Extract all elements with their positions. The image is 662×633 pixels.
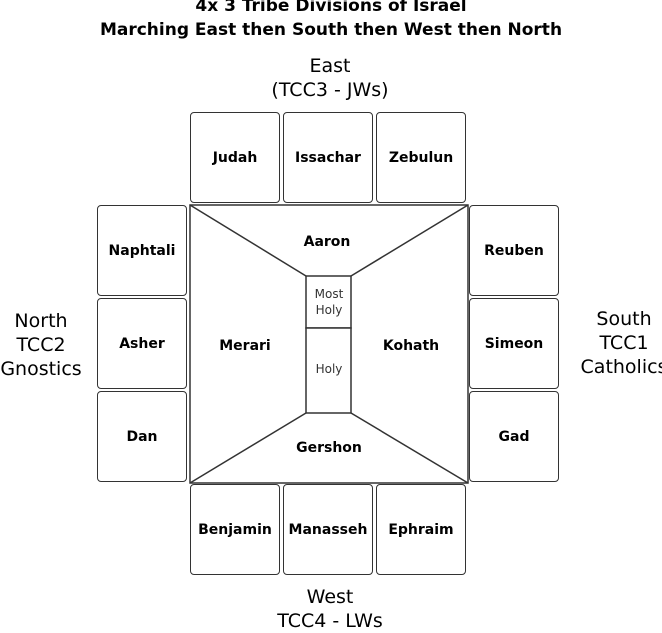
diagram-title: 4x 3 Tribe Divisions of Israel	[195, 0, 467, 16]
levite-kohath: Kohath	[383, 338, 439, 354]
south-name: South	[596, 308, 652, 330]
levite-aaron: Aaron	[304, 234, 351, 250]
divider-line-bottom-left	[189, 412, 307, 484]
most-holy-label-line2: Holy	[316, 303, 343, 317]
north-name: North	[14, 310, 68, 332]
west-name: West	[306, 586, 354, 608]
east-label: East (TCC3 - JWs)	[230, 54, 430, 102]
tribe-reuben: Reuben	[469, 205, 559, 296]
levite-camp-square	[189, 204, 469, 484]
tribe-manasseh: Manasseh	[283, 484, 373, 575]
north-group-name: Gnostics	[0, 358, 82, 380]
divider-line-top-left	[189, 204, 307, 277]
tribe-naphtali: Naphtali	[97, 205, 187, 296]
east-group: (TCC3 - JWs)	[271, 79, 389, 101]
south-group: TCC1	[599, 332, 649, 354]
holy-label: Holy	[316, 362, 343, 376]
divider-line-top-right	[350, 204, 469, 277]
tribe-zebulun: Zebulun	[376, 112, 466, 203]
north-group: TCC2	[16, 334, 66, 356]
tribe-dan: Dan	[97, 391, 187, 482]
south-label: South TCC1 Catholics	[565, 307, 662, 379]
east-name: East	[309, 55, 351, 77]
west-group: TCC4 - LWs	[277, 610, 383, 632]
tribe-asher: Asher	[97, 298, 187, 389]
levite-merari: Merari	[219, 338, 270, 354]
north-label: North TCC2 Gnostics	[0, 309, 100, 381]
most-holy-box	[305, 275, 352, 329]
tribe-simeon: Simeon	[469, 298, 559, 389]
most-holy-label-line1: Most	[315, 287, 344, 301]
tribe-benjamin: Benjamin	[190, 484, 280, 575]
tribe-judah: Judah	[190, 112, 280, 203]
tribe-ephraim: Ephraim	[376, 484, 466, 575]
south-group-name: Catholics	[580, 356, 662, 378]
west-label: West TCC4 - LWs	[230, 585, 430, 633]
diagram-subtitle: Marching East then South then West then …	[99, 20, 563, 40]
tribe-issachar: Issachar	[283, 112, 373, 203]
tribe-gad: Gad	[469, 391, 559, 482]
holy-box	[305, 327, 352, 414]
levite-gershon: Gershon	[296, 440, 362, 456]
divider-line-bottom-right	[350, 412, 469, 484]
